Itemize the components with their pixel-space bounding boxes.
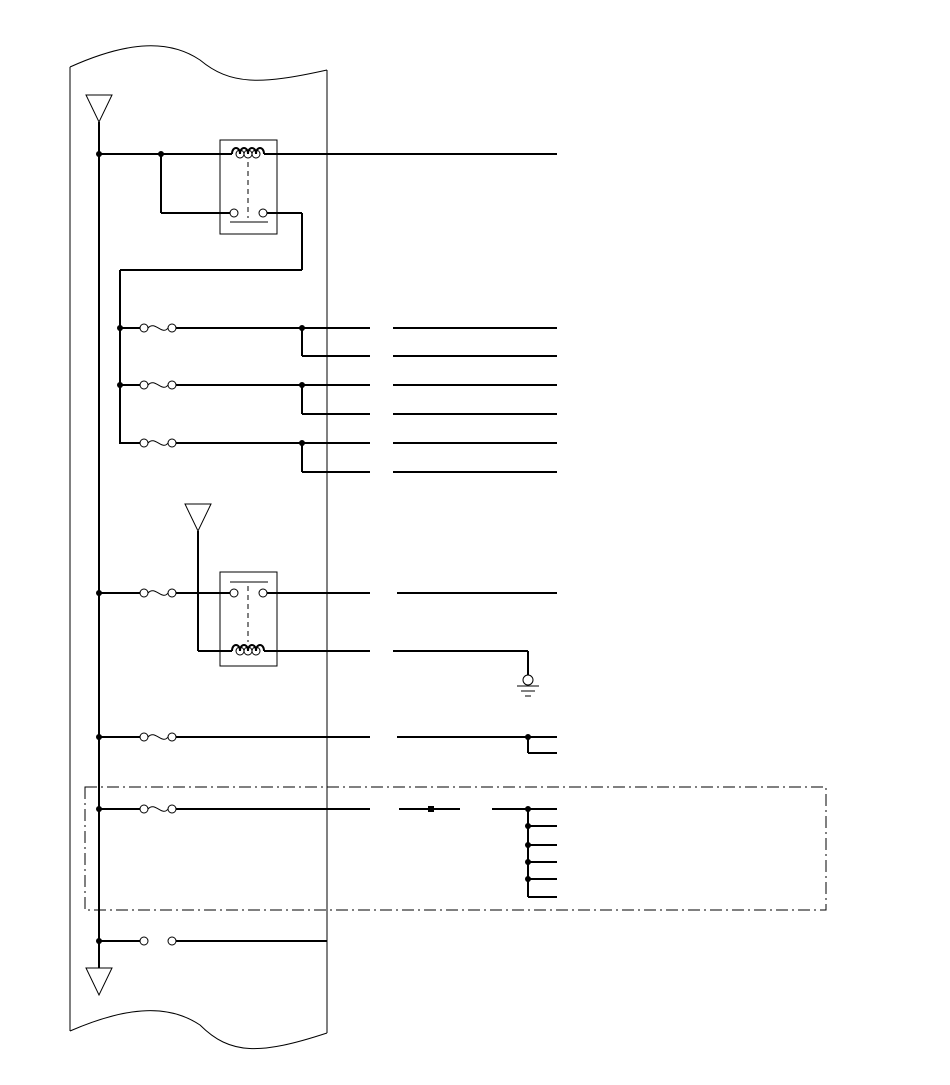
fuse-5 bbox=[96, 732, 557, 754]
relay-upper-wiring bbox=[96, 151, 557, 444]
power-triangle-relay-feed-icon bbox=[184, 503, 212, 533]
power-triangle-top-icon bbox=[85, 94, 113, 124]
fuse-1 bbox=[117, 323, 557, 357]
relay-coil-upper-icon bbox=[231, 147, 265, 159]
open-contact-7 bbox=[96, 936, 327, 946]
optional-section-enclosure bbox=[84, 786, 827, 911]
fuse-box-outline bbox=[69, 45, 328, 1049]
relay-coil-lower-icon bbox=[231, 644, 265, 656]
fuse-4 bbox=[96, 588, 557, 598]
relay-upper bbox=[219, 139, 278, 235]
ground-icon bbox=[517, 674, 539, 697]
fuse-3 bbox=[120, 438, 557, 473]
fuse-6 bbox=[96, 804, 557, 898]
relay-lower-coil-wiring bbox=[197, 531, 529, 675]
fuse-2 bbox=[117, 380, 557, 415]
power-triangle-bottom-icon bbox=[85, 967, 113, 997]
